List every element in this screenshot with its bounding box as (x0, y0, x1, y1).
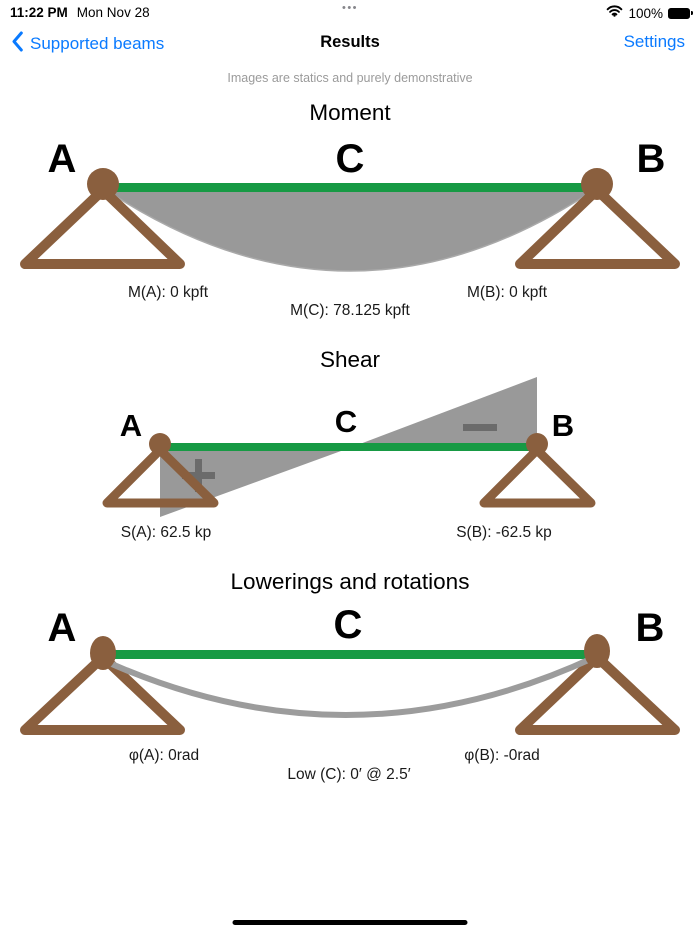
multitask-dots-icon: ••• (341, 2, 359, 14)
back-button[interactable]: Supported beams (11, 31, 164, 57)
settings-button[interactable]: Settings (623, 32, 685, 51)
moment-point-b: B (636, 137, 666, 181)
beam (100, 650, 600, 659)
page-title: Results (320, 33, 380, 51)
shear-point-b: B (551, 408, 575, 443)
support-b (515, 652, 680, 735)
moment-value-c: M(C): 78.125 kpft (290, 302, 410, 319)
home-indicator[interactable] (232, 919, 468, 925)
moment-value-a: M(A): 0 kpft (127, 284, 209, 301)
disclaimer-text: Images are statics and purely demonstrat… (227, 71, 473, 85)
chevron-left-icon (11, 31, 23, 57)
shear-value-b: S(B): -62.5 kp (456, 524, 552, 541)
lowerings-diagram (20, 634, 680, 735)
lowerings-value-c: Low (C): 0′ @ 2.5′ (287, 766, 411, 783)
shear-section-title: Shear (319, 347, 381, 372)
pin-a (90, 636, 116, 670)
support-a (102, 445, 219, 508)
date: Mon Nov 28 (76, 5, 150, 20)
moment-point-a: A (47, 137, 77, 181)
moment-parabola (100, 187, 600, 272)
moment-section-title: Moment (309, 100, 391, 125)
lowerings-section-title: Lowerings and rotations (230, 569, 470, 594)
pin-b (526, 433, 548, 455)
lowerings-value-b: φ(B): -0rad (464, 747, 540, 764)
battery-icon (668, 7, 693, 19)
lowerings-value-a: φ(A): 0rad (128, 747, 200, 764)
pin-b (584, 634, 610, 668)
moment-value-b: M(B): 0 kpft (466, 284, 548, 301)
support-a (20, 652, 185, 735)
lowerings-point-c: C (333, 603, 363, 647)
beam (100, 183, 600, 192)
deflection-curve (102, 654, 598, 718)
support-b (515, 185, 680, 269)
pin-a (149, 433, 171, 455)
support-b (479, 445, 596, 508)
minus-sign-icon (463, 424, 497, 431)
support-a (20, 185, 185, 269)
shear-value-a: S(A): 62.5 kp (120, 524, 212, 541)
moment-diagram (20, 168, 680, 272)
moment-point-c: C (335, 137, 365, 181)
plus-sign-icon (182, 459, 215, 492)
pin-a (87, 168, 119, 200)
pin-b (581, 168, 613, 200)
status-bar-left: 11:22 PM Mon Nov 28 (10, 5, 150, 20)
status-bar-right: 100% (606, 4, 693, 22)
lowerings-point-a: A (47, 606, 77, 650)
shear-negative-area (352, 377, 537, 447)
shear-diagram (102, 377, 596, 517)
battery-percent: 100% (628, 5, 663, 21)
back-button-label: Supported beams (30, 34, 165, 53)
clock: 11:22 PM (10, 5, 68, 20)
lowerings-point-b: B (635, 606, 665, 650)
wifi-icon (606, 4, 623, 22)
shear-point-c: C (334, 404, 358, 439)
beam (158, 443, 539, 451)
shear-point-a: A (119, 408, 143, 443)
